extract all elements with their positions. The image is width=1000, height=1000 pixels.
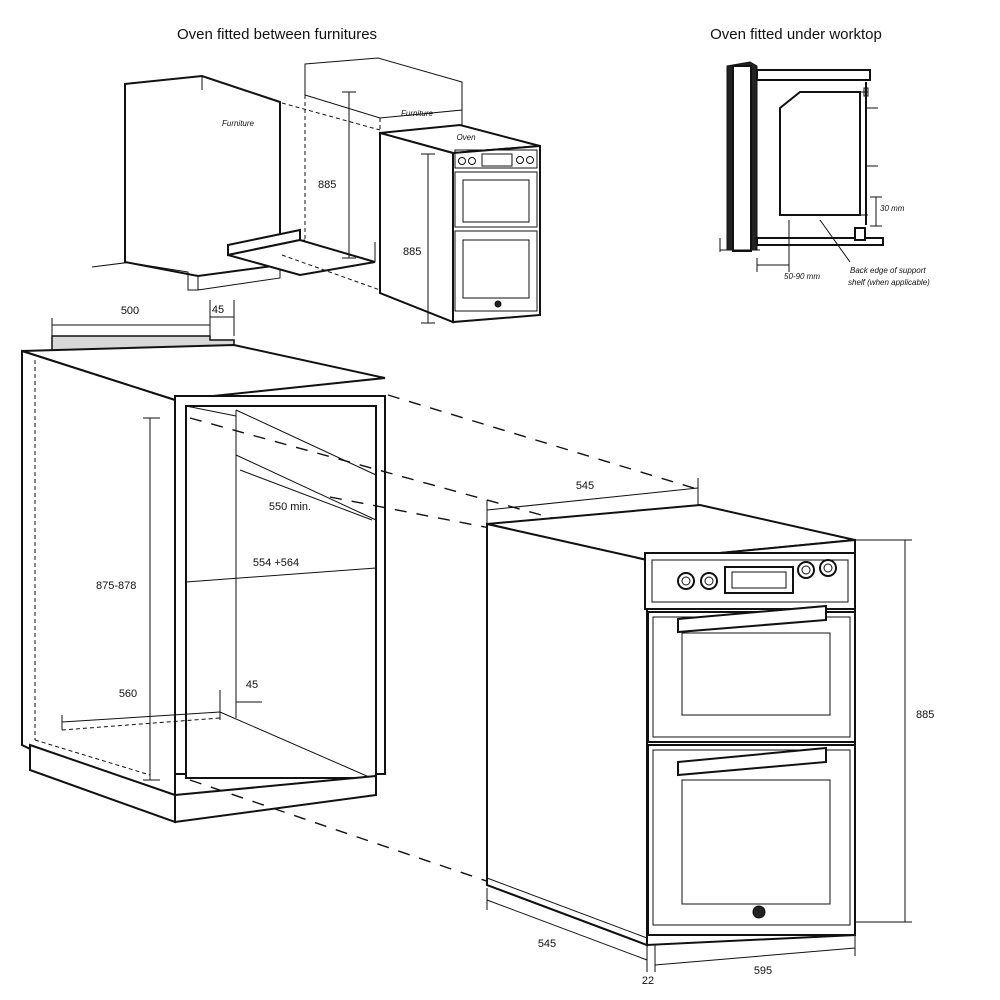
dim-885-furniture: 885: [318, 179, 336, 191]
title-between-furnitures: Oven fitted between furnitures: [177, 26, 377, 43]
dim-885-oven-small: 885: [403, 246, 421, 258]
dim-554-564: 554 +564: [253, 557, 299, 569]
cabinet-diagram: 500 45 550 min. 554 +564 875-878 560 45: [21, 300, 386, 824]
dim-50-90mm: 50-90 mm: [784, 272, 820, 281]
dim-545-top: 545: [576, 480, 594, 492]
dim-22: 22: [642, 975, 654, 987]
oven-label: Oven: [456, 133, 476, 142]
dim-560: 560: [119, 688, 137, 700]
furniture-right: Furniture: [227, 57, 463, 277]
dim-30mm: 30 mm: [880, 204, 905, 213]
dim-45-top: 45: [212, 304, 224, 316]
dim-595: 595: [754, 965, 772, 977]
support-shelf-note-line1: Back edge of support: [850, 266, 926, 275]
dim-875-878: 875-878: [96, 580, 136, 592]
furniture-right-label: Furniture: [401, 109, 434, 118]
dim-500: 500: [121, 305, 139, 317]
dim-885-oven: 885: [916, 709, 934, 721]
small-oven: Oven: [379, 123, 541, 324]
support-shelf-note-line2: shelf (when applicable): [848, 278, 930, 287]
large-oven: 545 885 545 22 595: [486, 478, 934, 987]
dim-545-bottom: 545: [538, 938, 556, 950]
between-furnitures-diagram: Furniture Furniture 885 Oven: [91, 57, 541, 324]
dim-550-min: 550 min.: [269, 501, 311, 513]
furniture-left-label: Furniture: [222, 119, 255, 128]
dim-45-bottom: 45: [246, 679, 258, 691]
under-worktop-diagram: 30 mm 50-90 mm Back edge of support shel…: [719, 61, 930, 287]
title-under-worktop: Oven fitted under worktop: [710, 26, 882, 43]
